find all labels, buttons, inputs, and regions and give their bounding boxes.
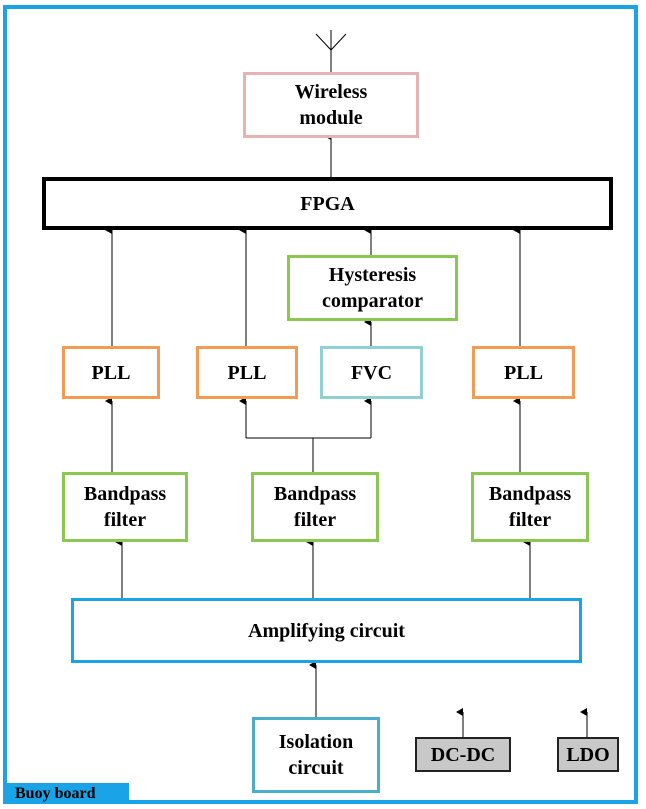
bandpass-filter-right-block: Bandpass filter [471, 472, 589, 542]
hysteresis-comparator-block: Hysteresis comparator [287, 255, 458, 321]
pll-mid-block: PLL [196, 346, 298, 399]
pll-left-block: PLL [62, 346, 160, 399]
ldo-label: LDO [566, 743, 610, 766]
amplifying-circuit-block: Amplifying circuit [71, 598, 582, 663]
wireless-module-block: Wireless module [243, 72, 419, 138]
fvc-label: FVC [350, 361, 393, 384]
fpga-block: FPGA [42, 177, 613, 230]
pll-right-label: PLL [504, 361, 543, 384]
bandpass-filter-mid-label: Bandpass filter [273, 483, 357, 531]
bandpass-filter-left-block: Bandpass filter [62, 472, 188, 542]
board-frame [3, 5, 638, 804]
dc-dc-block: DC-DC [415, 737, 511, 772]
fvc-block: FVC [320, 346, 423, 399]
isolation-circuit-block: Isolation circuit [252, 717, 380, 793]
antenna-icon [315, 30, 347, 72]
wireless-module-label: Wireless module [294, 81, 368, 129]
connector-bandpass-mid-split [246, 437, 314, 472]
bandpass-filter-right-label: Bandpass filter [488, 483, 572, 531]
hysteresis-comparator-label: Hysteresis comparator [321, 264, 424, 312]
ldo-block: LDO [557, 737, 619, 772]
fpga-label: FPGA [300, 192, 355, 215]
dc-dc-label: DC-DC [430, 743, 496, 766]
pll-left-label: PLL [91, 361, 131, 384]
isolation-circuit-label: Isolation circuit [278, 731, 354, 779]
amplifying-circuit-label: Amplifying circuit [248, 619, 405, 642]
pll-right-block: PLL [472, 346, 575, 399]
pll-mid-label: PLL [227, 361, 267, 384]
board-label: Buoy board [3, 783, 129, 804]
bandpass-filter-mid-block: Bandpass filter [251, 472, 379, 542]
bandpass-filter-left-label: Bandpass filter [83, 483, 167, 531]
